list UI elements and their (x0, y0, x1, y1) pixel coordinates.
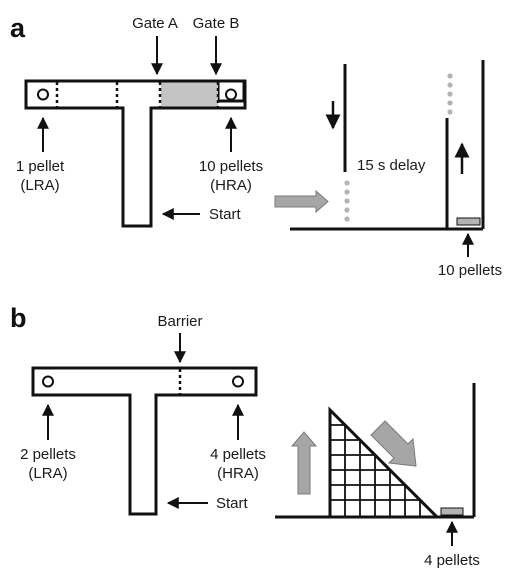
side-reward-label-a: 10 pellets (438, 262, 502, 279)
transition-arrow (274, 189, 329, 214)
start-label-b: Start (216, 495, 249, 512)
gate-a-label: Gate A (132, 15, 178, 32)
high-reward-label-b: 4 pellets (210, 446, 266, 463)
side-reward-label-b: 4 pellets (424, 552, 480, 569)
barrier-ramp (328, 406, 441, 519)
gate-b-trace (447, 73, 453, 115)
t-maze-b-outline (31, 366, 258, 516)
descend-arrow (370, 420, 417, 467)
right-food-well-b (232, 375, 244, 388)
pellet-pile-b (440, 507, 464, 516)
t-maze-a (216, 79, 246, 103)
gate-b-label: Gate B (193, 15, 240, 32)
left-food-well-b (42, 375, 54, 388)
panel-b-letter: b (10, 303, 27, 333)
high-reward-tag-b: (HRA) (217, 465, 259, 482)
right-food-well-a (225, 88, 237, 101)
pellet-pile-a (456, 217, 481, 226)
start-label-a: Start (209, 206, 242, 223)
high-reward-tag-a: (HRA) (210, 177, 252, 194)
t-maze-a-outline (24, 79, 247, 228)
left-food-well-a (37, 88, 49, 101)
climb-arrow (290, 431, 318, 495)
low-reward-tag-a: (LRA) (20, 177, 59, 194)
low-reward-label-a: 1 pellet (16, 158, 65, 175)
delay-label: 15 s delay (357, 157, 426, 174)
low-reward-tag-b: (LRA) (28, 465, 67, 482)
panel-a-letter: a (10, 13, 26, 43)
gate-a-trace (344, 180, 350, 222)
barrier-label: Barrier (157, 313, 202, 330)
low-reward-label-b: 2 pellets (20, 446, 76, 463)
gate-b-zone (161, 81, 218, 108)
high-reward-label-a: 10 pellets (199, 158, 263, 175)
